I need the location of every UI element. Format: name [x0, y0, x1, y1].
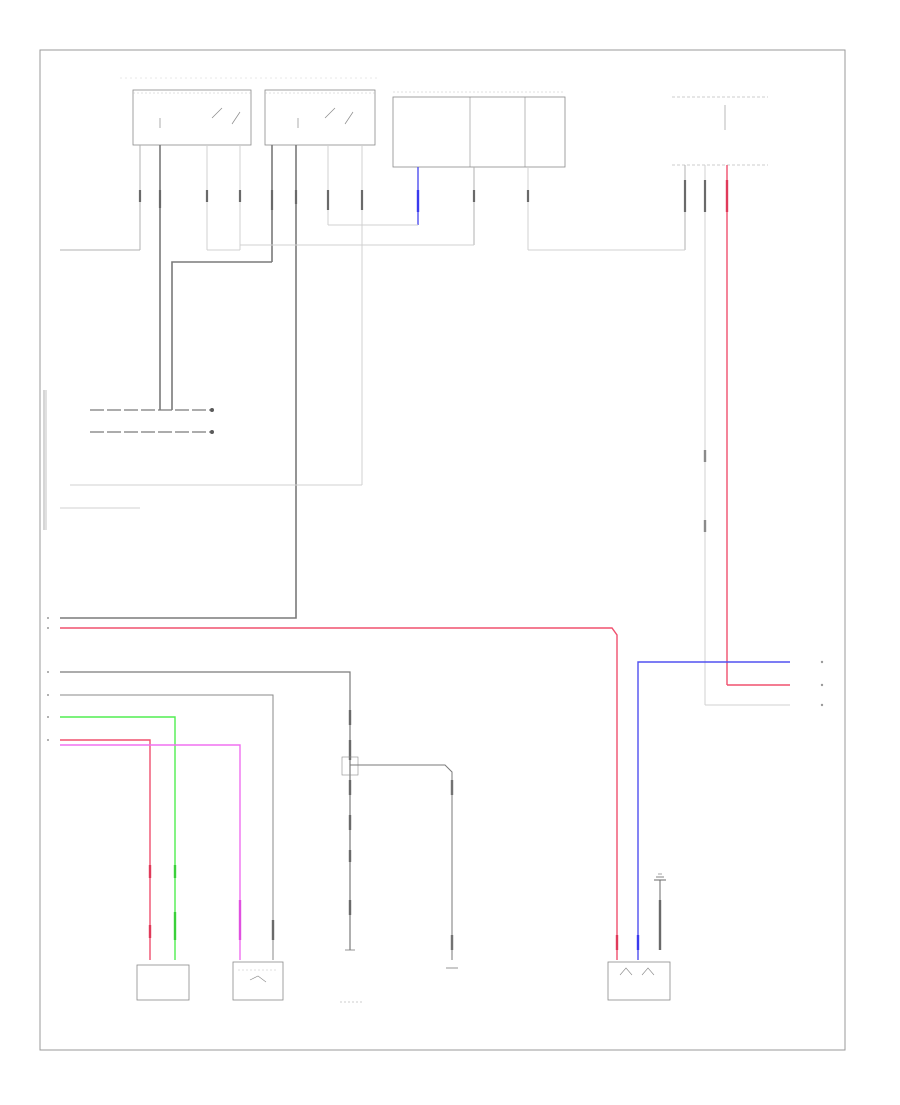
relay-contact-icon — [211, 107, 241, 125]
fuse-block — [392, 91, 566, 168]
relay-2 — [264, 89, 376, 146]
top-interconnects — [60, 224, 685, 400]
left-module — [43, 390, 362, 530]
relay-1 — [120, 77, 380, 146]
top-wire-bundle — [139, 145, 728, 705]
top-right-module — [672, 96, 768, 166]
connector-icon — [138, 180, 707, 212]
diagram-frame — [39, 49, 846, 1051]
ground-icon — [345, 949, 458, 969]
relay-contact-icon — [324, 107, 354, 125]
connector-icon — [148, 450, 707, 950]
splice-block — [341, 756, 453, 960]
mid-bus — [60, 612, 790, 960]
bottom-component-1 — [136, 964, 190, 1001]
bottom-component-2 — [232, 961, 284, 1001]
connector-icon — [47, 617, 824, 741]
ground-icon — [654, 873, 666, 900]
bottom-component-5 — [607, 961, 671, 1001]
